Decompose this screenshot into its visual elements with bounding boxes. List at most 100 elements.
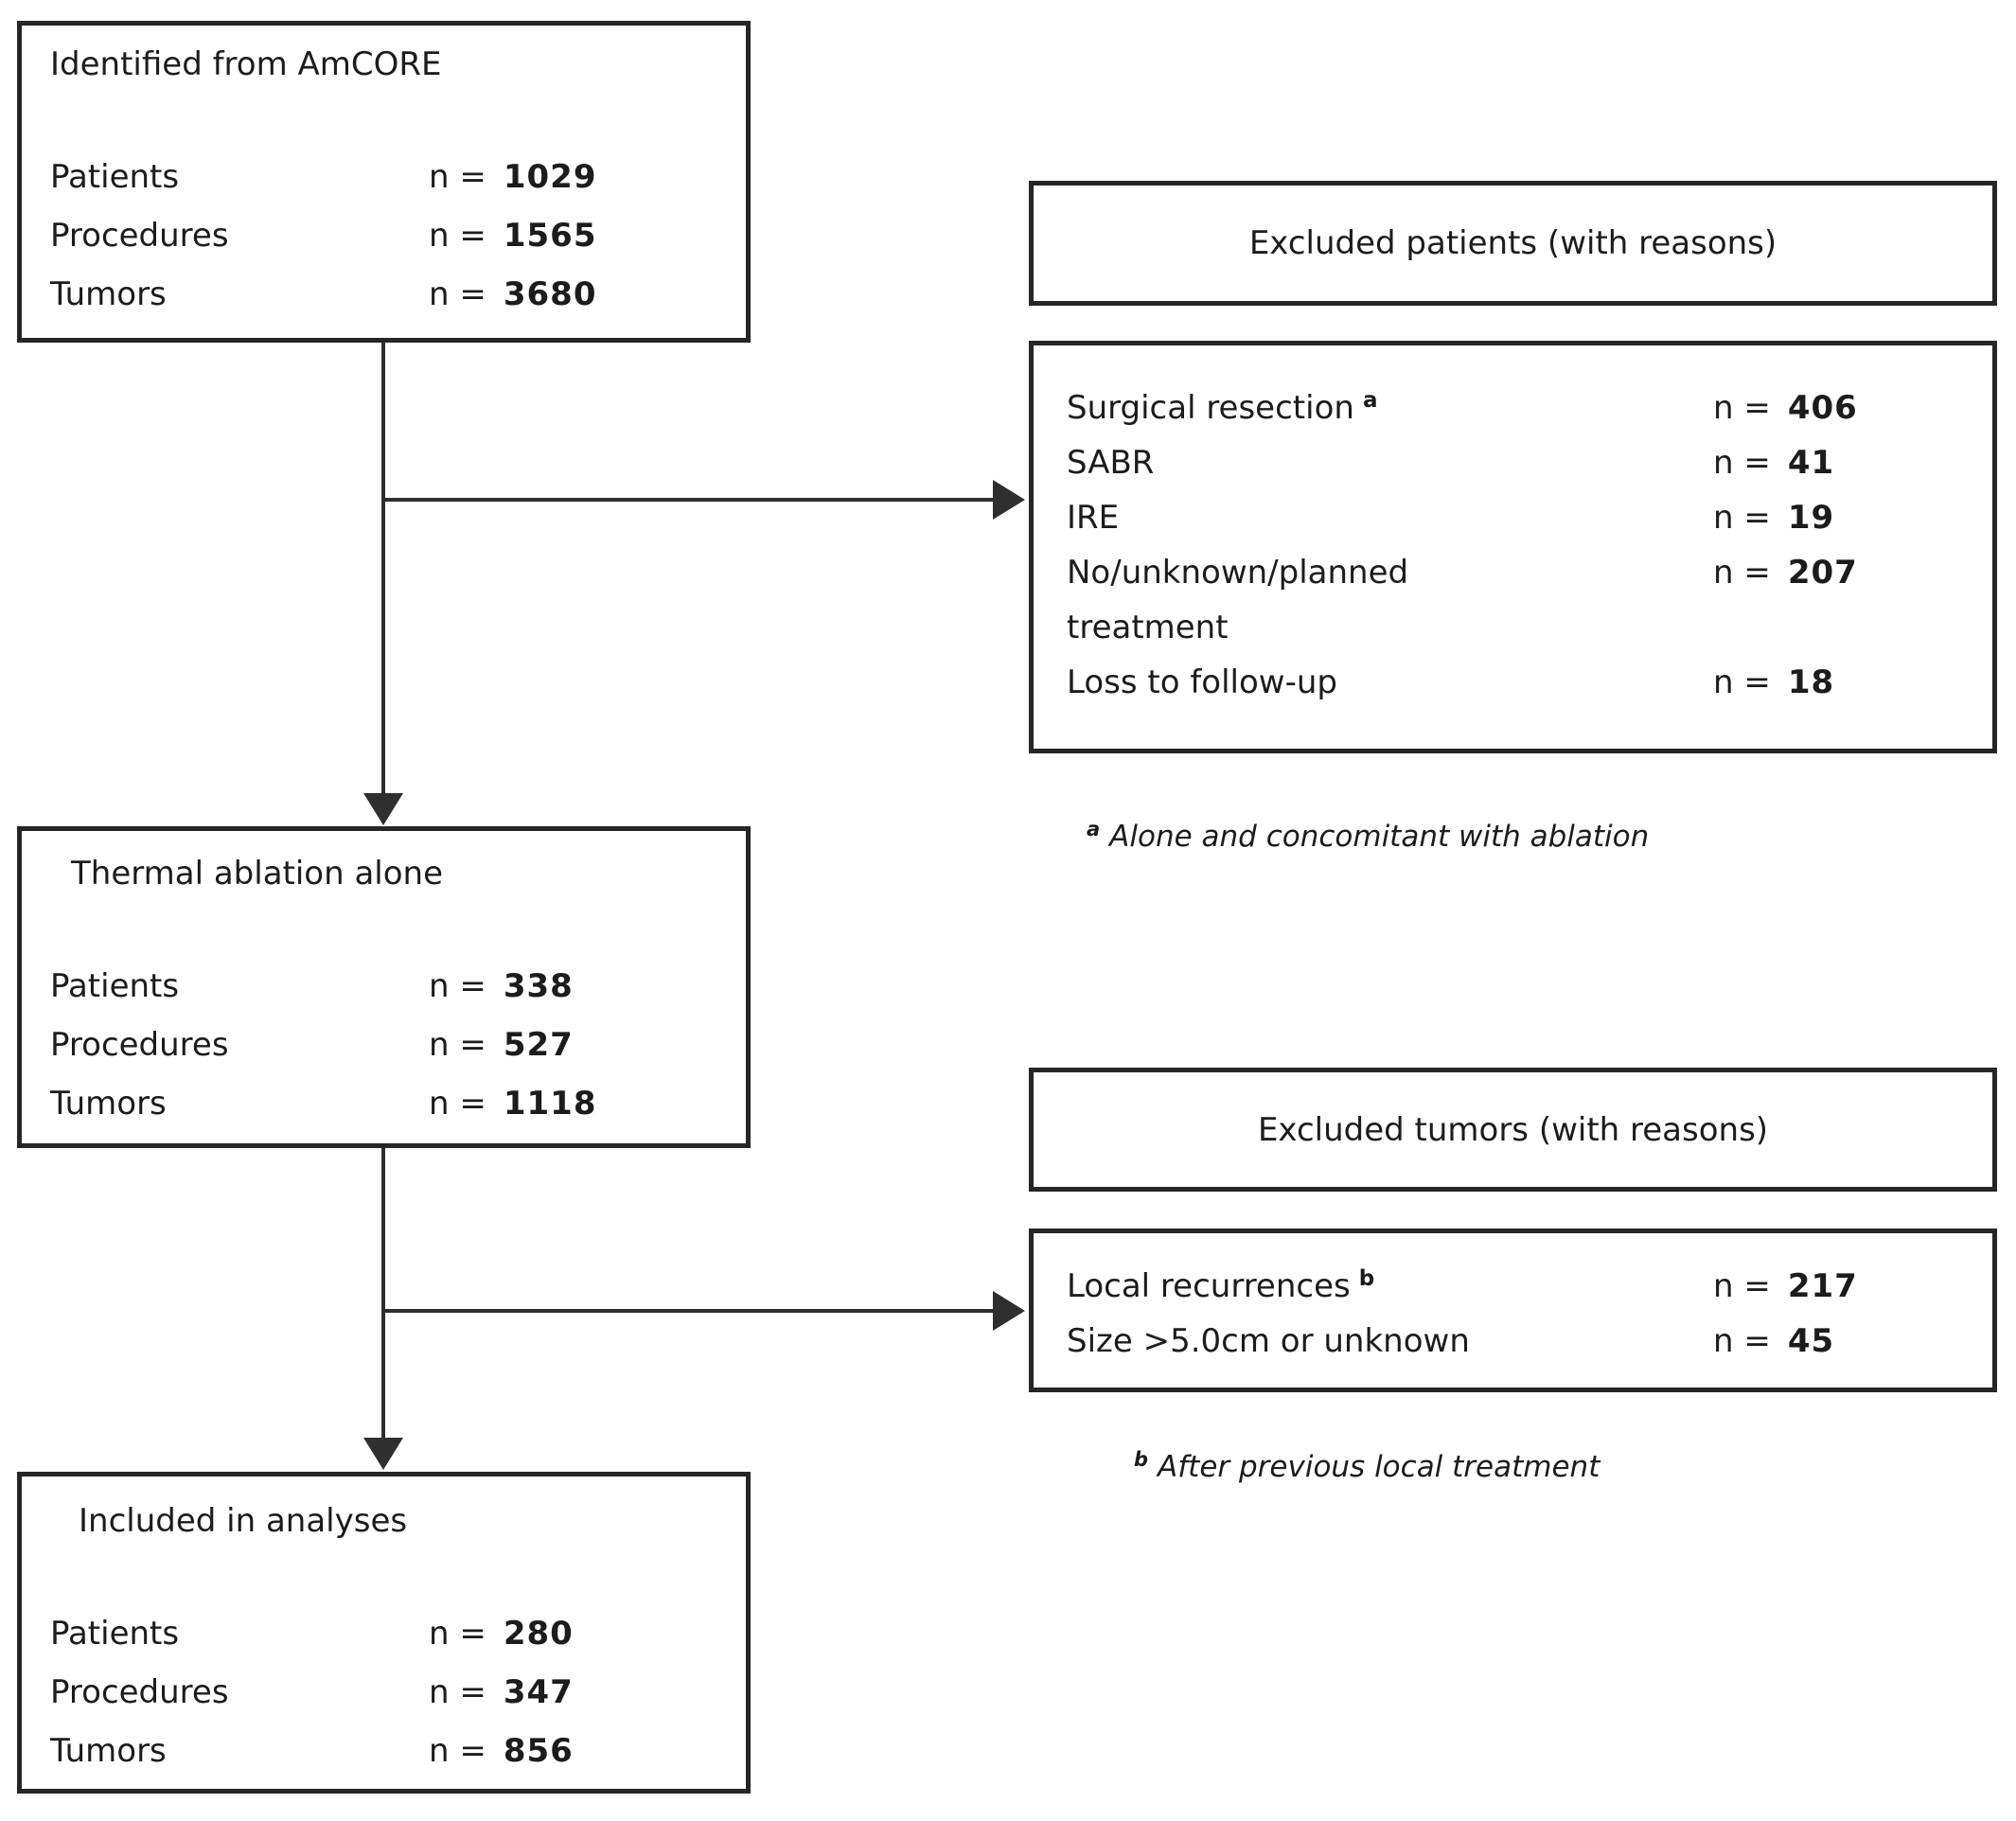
row-count: n =217 xyxy=(1713,1259,1975,1314)
connector-line-horizontal-1 xyxy=(383,498,995,502)
arrowhead-down-2 xyxy=(363,1438,403,1470)
stat-row-tumors: Tumors n = 1118 xyxy=(22,1074,746,1133)
n-equals: n = xyxy=(1713,499,1771,537)
row-count: n =347 xyxy=(429,1663,727,1722)
count-value: 280 xyxy=(503,1615,574,1653)
n-equals: n = xyxy=(429,1615,486,1653)
n-equals: n = xyxy=(1713,444,1771,482)
n-equals: n = xyxy=(1713,1267,1771,1305)
count-value: 207 xyxy=(1787,554,1858,592)
footnote-marker-b: b xyxy=(1358,1265,1375,1291)
row-count: n = 1118 xyxy=(429,1074,727,1133)
stat-row-procedures: Procedures n = 527 xyxy=(22,1016,746,1074)
reason-row-size-over-5cm-or-unknown: Size >5.0cm or unknown n =45 xyxy=(1034,1314,1992,1369)
n-equals: n = xyxy=(429,275,486,313)
count-value: 1118 xyxy=(503,1085,597,1123)
connector-line-vertical-2 xyxy=(381,1148,385,1440)
stat-rows: Patients n =280 Procedures n =347 Tumors… xyxy=(22,1604,746,1780)
label-text: Loss to follow-up xyxy=(1067,663,1337,701)
connector-line-vertical-1 xyxy=(381,343,385,795)
row-label: IRE xyxy=(1067,490,1713,545)
header-text: Excluded patients (with reasons) xyxy=(1248,224,1777,262)
count-value: 856 xyxy=(503,1732,574,1770)
row-count: n = 1029 xyxy=(429,148,727,206)
stat-row-tumors: Tumors n = 3680 xyxy=(22,265,746,324)
count-value: 41 xyxy=(1787,444,1835,482)
stat-row-patients: Patients n = 338 xyxy=(22,957,746,1016)
stat-rows: Patients n = 1029 Procedures n =1565 Tumo… xyxy=(22,148,746,324)
footnote-b-text: After previous local treatment xyxy=(1158,1450,1600,1484)
count-value: 3680 xyxy=(503,275,597,313)
row-count: n = 41 xyxy=(1713,435,1975,490)
count-value: 18 xyxy=(1787,663,1835,701)
box-title: Identified from AmCORE xyxy=(50,45,442,83)
row-count: n = 280 xyxy=(429,1604,727,1663)
count-value: 527 xyxy=(503,1026,574,1064)
count-value: 1029 xyxy=(503,158,597,196)
label-text-line2: treatment xyxy=(1067,609,1229,646)
header-text: Excluded tumors (with reasons) xyxy=(1257,1110,1769,1149)
box-excluded-patients-reasons: Surgical resection a n = 406 SABR n = 41 IR… xyxy=(1029,341,1997,753)
row-label: Patients xyxy=(50,158,180,196)
count-value: 19 xyxy=(1787,499,1835,537)
row-label: Procedures xyxy=(50,1673,229,1711)
count-value: 338 xyxy=(503,967,574,1005)
row-count: n = 527 xyxy=(429,1016,727,1074)
row-count: n = 3680 xyxy=(429,265,727,324)
row-count: n = 207 xyxy=(1713,545,1975,600)
n-equals: n = xyxy=(429,1732,486,1770)
row-label: Surgical resection a xyxy=(1067,380,1713,435)
n-equals: n = xyxy=(429,967,486,1005)
row-count: n =1565 xyxy=(429,206,727,265)
n-equals: n = xyxy=(1713,554,1771,592)
label-text: Local recurrences xyxy=(1067,1267,1351,1305)
reason-row-ire: IRE n = 19 xyxy=(1034,490,1992,545)
row-count: n =18 xyxy=(1713,655,1975,710)
row-count: n =45 xyxy=(1713,1314,1975,1369)
connector-line-horizontal-2 xyxy=(383,1309,995,1313)
reason-row-no-unknown-planned-treatment: No/unknown/planned treatment n = 207 xyxy=(1034,545,1992,655)
n-equals: n = xyxy=(429,1085,486,1123)
row-label: Procedures xyxy=(50,1026,229,1064)
row-count: n = 406 xyxy=(1713,380,1975,435)
count-value: 406 xyxy=(1787,389,1858,427)
box-excluded-patients-header: Excluded patients (with reasons) xyxy=(1029,181,1997,306)
footnote-marker-a: a xyxy=(1362,387,1378,413)
reason-rows: Surgical resection a n = 406 SABR n = 41 IR… xyxy=(1034,345,1992,710)
n-equals: n = xyxy=(1713,1322,1771,1360)
label-text: Surgical resection xyxy=(1067,389,1354,427)
label-text: No/unknown/planned xyxy=(1067,554,1409,592)
row-label: Tumors xyxy=(50,1732,167,1770)
row-label: SABR xyxy=(1067,435,1713,490)
box-title: Included in analyses xyxy=(79,1502,408,1540)
n-equals: n = xyxy=(1713,389,1771,427)
box-included-in-analyses: Included in analyses Patients n = 280 Pro… xyxy=(17,1472,751,1794)
n-equals: n = xyxy=(429,158,486,196)
label-text: IRE xyxy=(1067,499,1120,537)
n-equals: n = xyxy=(429,1026,486,1064)
box-title: Thermal ablation alone xyxy=(71,855,444,893)
footnote-b-marker: b xyxy=(1134,1447,1149,1471)
row-label: Size >5.0cm or unknown xyxy=(1067,1314,1713,1369)
row-label: Tumors xyxy=(50,275,167,313)
row-label: Procedures xyxy=(50,217,229,255)
footnote-a-text: Alone and concomitant with ablation xyxy=(1109,820,1650,854)
label-text: Size >5.0cm or unknown xyxy=(1067,1322,1470,1360)
reason-rows: Local recurrences b n =217 Size >5.0cm or… xyxy=(1034,1233,1992,1369)
count-value: 347 xyxy=(503,1673,574,1711)
box-excluded-tumors-reasons: Local recurrences b n =217 Size >5.0cm or… xyxy=(1029,1229,1997,1392)
box-identified-from-amcore: Identified from AmCORE Patients n = 1029 … xyxy=(17,21,751,343)
stat-row-procedures: Procedures n =347 xyxy=(22,1663,746,1722)
stat-rows: Patients n = 338 Procedures n = 527 Tumors… xyxy=(22,957,746,1133)
arrowhead-right-1 xyxy=(993,480,1025,520)
row-count: n = 338 xyxy=(429,957,727,1016)
row-label: Tumors xyxy=(50,1085,167,1123)
box-thermal-ablation-alone: Thermal ablation alone Patients n = 338 P… xyxy=(17,826,751,1148)
row-label: Patients xyxy=(50,967,180,1005)
row-label: Patients xyxy=(50,1615,180,1653)
reason-row-surgical-resection: Surgical resection a n = 406 xyxy=(1034,380,1992,435)
arrowhead-right-2 xyxy=(993,1291,1025,1331)
reason-row-sabr: SABR n = 41 xyxy=(1034,435,1992,490)
